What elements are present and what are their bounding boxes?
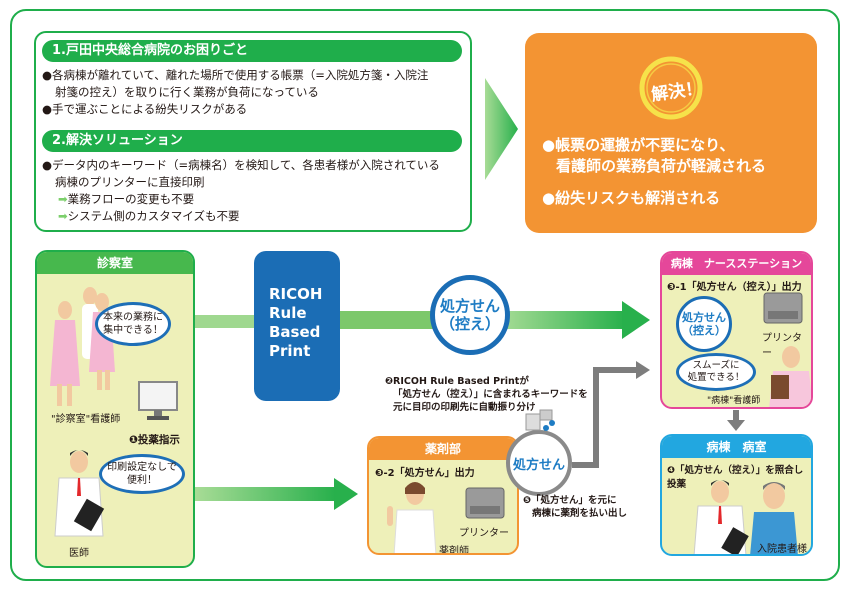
caption-line: ❺「処方せん」を元に bbox=[523, 495, 617, 506]
caption-line: ❷RICOH Rule Based Printが bbox=[385, 376, 529, 387]
green-arrow-icon: ➡ bbox=[58, 209, 68, 223]
ricoh-line: Rule bbox=[269, 304, 307, 322]
ward-nurse-illustration-icon bbox=[769, 346, 811, 407]
stamp-line: （控え） bbox=[439, 315, 500, 333]
badge-ring-icon bbox=[639, 56, 703, 120]
nurse-speech-bubble: 本来の業務に集中できる！ bbox=[95, 302, 171, 346]
step2-caption: ❷RICOH Rule Based Printが 「処方せん（控え）」に含まれる… bbox=[385, 375, 588, 414]
problem-bullets: ●各病棟が離れていて、離れた場所で使用する帳票（=入院処方箋・入院注 射箋の控え… bbox=[42, 67, 472, 118]
stamp-line: （控え） bbox=[682, 324, 726, 337]
step5-caption: ❺「処方せん」を元に 病棟に薬剤を払い出し bbox=[523, 494, 627, 520]
printer-icon bbox=[763, 292, 803, 324]
speech-line: 集中できる！ bbox=[103, 325, 163, 336]
pharmacy-printer-label: プリンター bbox=[459, 528, 509, 539]
caption-line: 元に目印の印刷先に自動振り分け bbox=[393, 402, 536, 413]
prescription-copy-stamp: 処方せん（控え） bbox=[430, 275, 510, 355]
consult-nurse-label: "診察室"看護師 bbox=[51, 414, 121, 425]
arrow-to-nurse-station bbox=[500, 301, 650, 339]
consultation-room-title: 診察室 bbox=[37, 252, 193, 274]
result-box: 解決！ ●帳票の運搬が不要になり、 看護師の業務負荷が軽減される ●紛失リスクも… bbox=[525, 33, 817, 233]
ward-nurse-label: "病棟"看護師 bbox=[707, 396, 761, 406]
arrow-consult-to-ricoh bbox=[195, 315, 255, 328]
nurse-station-title: 病棟 ナースステーション bbox=[662, 253, 811, 275]
ricoh-line: RICOH bbox=[269, 285, 323, 303]
caption-line: 病棟に薬剤を払い出し bbox=[532, 508, 628, 519]
step4-label: ❹「処方せん（控え）」を照合し投薬 bbox=[667, 465, 804, 490]
step3-2-label: ❸-2「処方せん」出力 bbox=[375, 468, 475, 479]
subpoint-text: システム側のカスタマイズも不要 bbox=[67, 209, 240, 223]
prescription-stamp: 処方せん bbox=[506, 430, 572, 496]
problem-bullet-1: ●各病棟が離れていて、離れた場所で使用する帳票（=入院処方箋・入院注 bbox=[42, 68, 429, 82]
speech-line: 便利！ bbox=[126, 475, 157, 486]
caption-line: 「処方せん（控え）」に含まれるキーワードを bbox=[393, 389, 588, 400]
green-arrow-icon: ➡ bbox=[58, 192, 68, 206]
result-line-1: ●帳票の運搬が不要になり、 bbox=[542, 136, 735, 154]
arrow-doctor-to-pharmacy bbox=[195, 478, 358, 510]
pharmacy-title: 薬剤部 bbox=[369, 438, 517, 460]
ricoh-line: Print bbox=[269, 342, 311, 360]
step3-1-label: ❸-1「処方せん（控え）」出力 bbox=[667, 282, 802, 293]
pharmacist-label: 薬剤師 bbox=[439, 546, 469, 555]
computer-monitor-icon bbox=[138, 381, 178, 420]
pharmacy-panel: 薬剤部 ❸-2「処方せん」出力 プリンター 薬剤師 bbox=[367, 436, 519, 555]
speech-line: スムーズに bbox=[692, 360, 740, 371]
solution-bullets: ●データ内のキーワード（=病棟名）を検知して、各患者様が入院されている 病棟のプ… bbox=[42, 157, 472, 191]
nurse-prescription-stamp: 処方せん（控え） bbox=[676, 296, 732, 352]
network-computers-icon bbox=[525, 409, 555, 431]
solution-subpoint-2: ➡システム側のカスタマイズも不要 bbox=[58, 208, 239, 225]
solution-bullet-1-cont: 病棟のプリンターに直接印刷 bbox=[55, 175, 205, 189]
doctor-illustration-icon bbox=[54, 450, 105, 537]
subpoint-text: 業務フローの変更も不要 bbox=[67, 192, 195, 206]
stamp-label: 処方せん bbox=[512, 457, 565, 473]
step1-label: ❶投薬指示 bbox=[129, 434, 180, 446]
arrow-pharmacy-to-ward bbox=[572, 361, 650, 468]
pharmacist-illustration-icon bbox=[387, 482, 437, 553]
patient-label: 入院患者様 bbox=[757, 544, 807, 555]
speech-line: 本来の業務に bbox=[103, 312, 163, 323]
arrow-ricoh-to-stamp bbox=[340, 311, 440, 329]
problem-bullet-1-cont: 射箋の控え）を取りに行く業務が負荷になっている bbox=[55, 85, 319, 99]
doctor-speech-bubble: 印刷設定なしで便利！ bbox=[99, 454, 185, 494]
ward-room-panel: 病棟 病室 ❹「処方せん（控え）」を照合し投薬 入院患者様 bbox=[660, 434, 813, 556]
ricoh-line: Based bbox=[269, 323, 321, 341]
solution-subpoint-1: ➡業務フローの変更も不要 bbox=[58, 191, 194, 208]
ward-room-title: 病棟 病室 bbox=[662, 436, 811, 458]
problem-bullet-2: ●手で運ぶことによる紛失リスクがある bbox=[42, 102, 248, 116]
doctor-label: 医師 bbox=[69, 548, 89, 559]
nurse-printer-label: プリンター bbox=[762, 333, 802, 359]
solution-heading: 2.解決ソリューション bbox=[42, 130, 462, 152]
printer-icon bbox=[465, 487, 505, 519]
arrow-nurse-to-ward bbox=[727, 410, 745, 431]
solution-bullet-1: ●データ内のキーワード（=病棟名）を検知して、各患者様が入院されている bbox=[42, 158, 440, 172]
ricoh-rule-based-print-box: RICOH Rule Based Print bbox=[254, 251, 340, 401]
problem-solution-panel: 1.戸田中央総合病院のお困りごと ●各病棟が離れていて、離れた場所で使用する帳票… bbox=[34, 31, 472, 232]
result-line-3: ●紛失リスクも解消される bbox=[542, 189, 721, 207]
ward-nurse-speech-bubble: スムーズに処置できる！ bbox=[676, 353, 756, 391]
nurse-station-panel: 病棟 ナースステーション ❸-1「処方せん（控え）」出力 処方せん（控え） プリ… bbox=[660, 251, 813, 409]
result-line-2: 看護師の業務負荷が軽減される bbox=[556, 157, 767, 175]
stamp-line: 処方せん bbox=[439, 297, 500, 315]
speech-line: 処置できる！ bbox=[687, 372, 745, 383]
consultation-room-panel: 診察室 本来の業務に集中できる！ "診察室"看護師 ❶投薬指示 印刷設定なしで便… bbox=[35, 250, 195, 568]
stamp-line: 処方せん bbox=[682, 311, 726, 324]
speech-line: 印刷設定なしで bbox=[107, 462, 177, 473]
problem-heading: 1.戸田中央総合病院のお困りごと bbox=[42, 40, 462, 62]
chevron-right-icon bbox=[485, 78, 518, 180]
outer-frame bbox=[10, 9, 840, 581]
doctor-patient-illustration-icon bbox=[693, 480, 798, 554]
